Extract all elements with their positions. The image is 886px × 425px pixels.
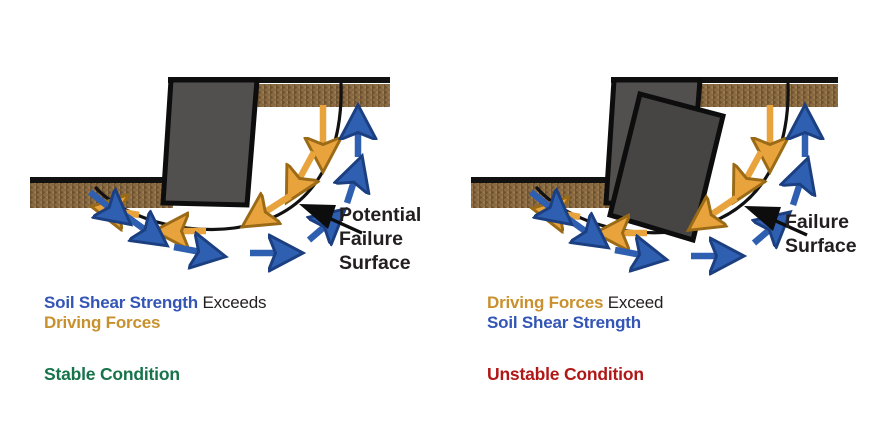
shear-strength-arrow <box>528 192 556 212</box>
soil-shear-strength-term: Soil Shear Strength <box>44 293 198 312</box>
driving-forces-term: Driving Forces <box>44 313 161 332</box>
shear-strength-arrow <box>173 247 206 253</box>
stable-condition-panel: Potential Failure Surface Soil Shear Str… <box>0 0 443 425</box>
driving-force-arrow <box>259 196 292 216</box>
driving-force-arrow <box>743 150 761 185</box>
comparison-line-1: Driving Forces Exceed <box>487 293 663 313</box>
condition-verdict: Unstable Condition <box>487 364 644 384</box>
lower-ground-surface <box>30 177 176 208</box>
soil-shear-strength-term: Soil Shear Strength <box>487 313 641 332</box>
failure-surface-label: Potential Failure Surface <box>339 204 421 274</box>
arrow-pointer-icon <box>744 206 808 237</box>
shear-strength-arrow <box>614 250 647 256</box>
comparison-line-2: Driving Forces <box>44 313 160 333</box>
soil-shear-strength-arrows <box>87 125 358 253</box>
unstable-condition-panel: Failure Surface Driving Forces Exceed So… <box>443 0 886 425</box>
arrow-pointer-icon <box>299 204 363 235</box>
annotation-line: Potential <box>339 204 421 226</box>
driving-force-arrow <box>296 150 314 185</box>
driving-force-arrow <box>705 198 738 219</box>
stable-slope-diagram: Potential Failure Surface <box>0 0 443 285</box>
annotation-line: Failure <box>339 228 403 250</box>
annotation-line: Failure <box>785 211 849 233</box>
comparison-verb: Exceeds <box>202 293 267 312</box>
failed-slope-diagram: Failure Surface <box>443 0 886 285</box>
annotation-line: Surface <box>339 252 411 274</box>
shear-strength-arrow <box>793 177 802 206</box>
foundation-block <box>160 77 260 208</box>
stable-condition-caption: Soil Shear Strength Exceeds Driving Forc… <box>0 285 443 425</box>
comparison-line-2: Soil Shear Strength <box>487 313 641 333</box>
shear-strength-arrow <box>87 192 115 212</box>
condition-verdict: Stable Condition <box>44 364 180 384</box>
unstable-condition-caption: Driving Forces Exceed Soil Shear Strengt… <box>443 285 886 425</box>
comparison-line-1: Soil Shear Strength Exceeds <box>44 293 266 313</box>
driving-forces-term: Driving Forces <box>487 293 604 312</box>
comparison-verb: Exceed <box>607 293 664 312</box>
annotation-line: Surface <box>785 235 857 257</box>
shear-strength-arrow <box>347 175 356 204</box>
failure-surface-label: Failure Surface <box>785 211 857 257</box>
